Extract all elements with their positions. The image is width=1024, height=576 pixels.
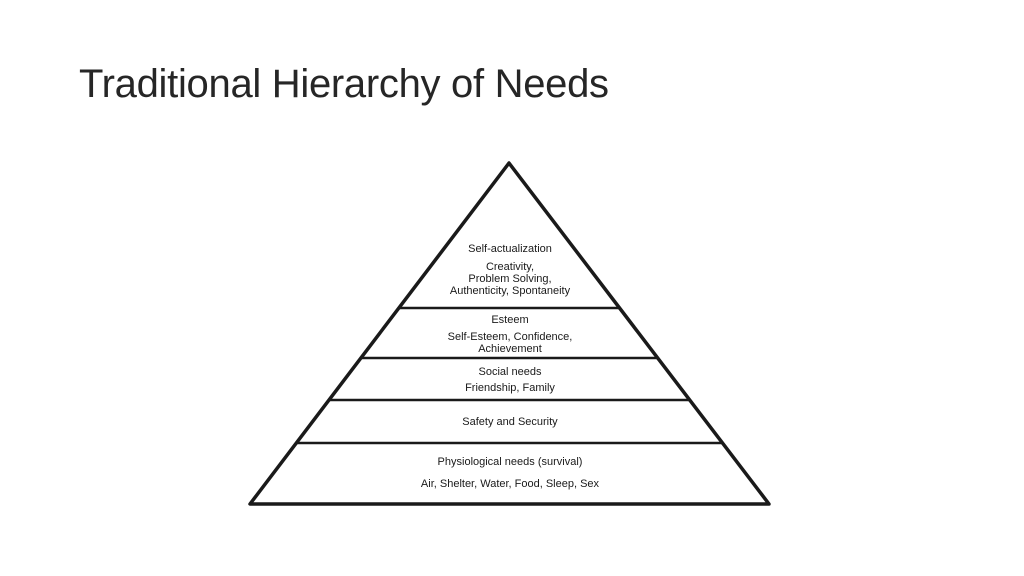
tier-detail: Creativity, Problem Solving, Authenticit… — [449, 261, 571, 297]
tier-self-actualization: Self-actualization Creativity, Problem S… — [410, 243, 610, 297]
needs-pyramid: Self-actualization Creativity, Problem S… — [240, 155, 780, 515]
tier-esteem: Esteem Self-Esteem, Confidence, Achievem… — [410, 314, 610, 355]
tier-heading: Physiological needs (survival) — [437, 456, 583, 468]
tier-physiological-needs: Physiological needs (survival) Air, Shel… — [380, 456, 640, 490]
tier-heading: Safety and Security — [462, 416, 558, 428]
pyramid-outline — [248, 161, 771, 506]
pyramid-shape — [248, 161, 771, 506]
tier-detail: Air, Shelter, Water, Food, Sleep, Sex — [420, 478, 600, 490]
slide-title: Traditional Hierarchy of Needs — [79, 62, 609, 106]
tier-safety-security: Safety and Security — [410, 416, 610, 434]
tier-social-needs: Social needs Friendship, Family — [410, 366, 610, 394]
tier-heading: Social needs — [478, 366, 542, 378]
tier-heading: Esteem — [491, 314, 529, 326]
tier-heading: Self-actualization — [468, 243, 552, 255]
tier-detail: Self-Esteem, Confidence, Achievement — [447, 331, 573, 355]
tier-detail: Friendship, Family — [465, 382, 555, 394]
